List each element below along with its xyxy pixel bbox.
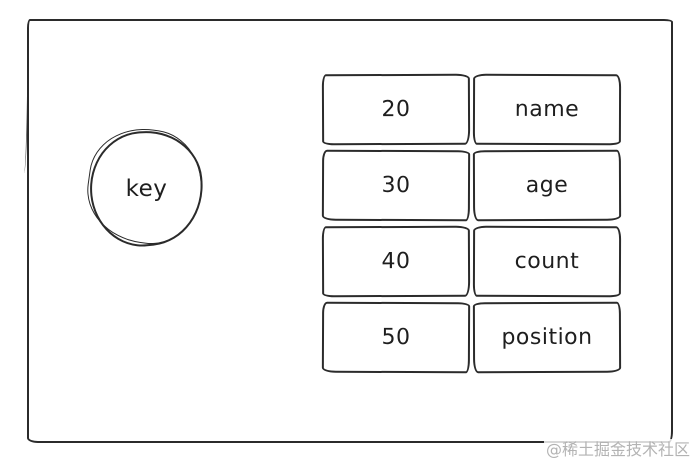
field-cell: count xyxy=(472,225,622,298)
value-cell: 20 xyxy=(321,73,471,146)
field-cell: position xyxy=(472,301,622,374)
hash-table: 20 name 30 age 40 count 50 position xyxy=(321,73,622,374)
key-node-label: key xyxy=(125,175,168,202)
outer-frame xyxy=(27,19,673,443)
field-cell: name xyxy=(472,73,622,146)
key-node: key xyxy=(80,121,210,252)
value-cell: 50 xyxy=(321,301,471,374)
value-cell: 40 xyxy=(321,225,471,298)
field-cell: age xyxy=(472,149,622,222)
value-cell: 30 xyxy=(321,149,471,222)
watermark: @稀土掘金技术社区 xyxy=(543,438,692,460)
